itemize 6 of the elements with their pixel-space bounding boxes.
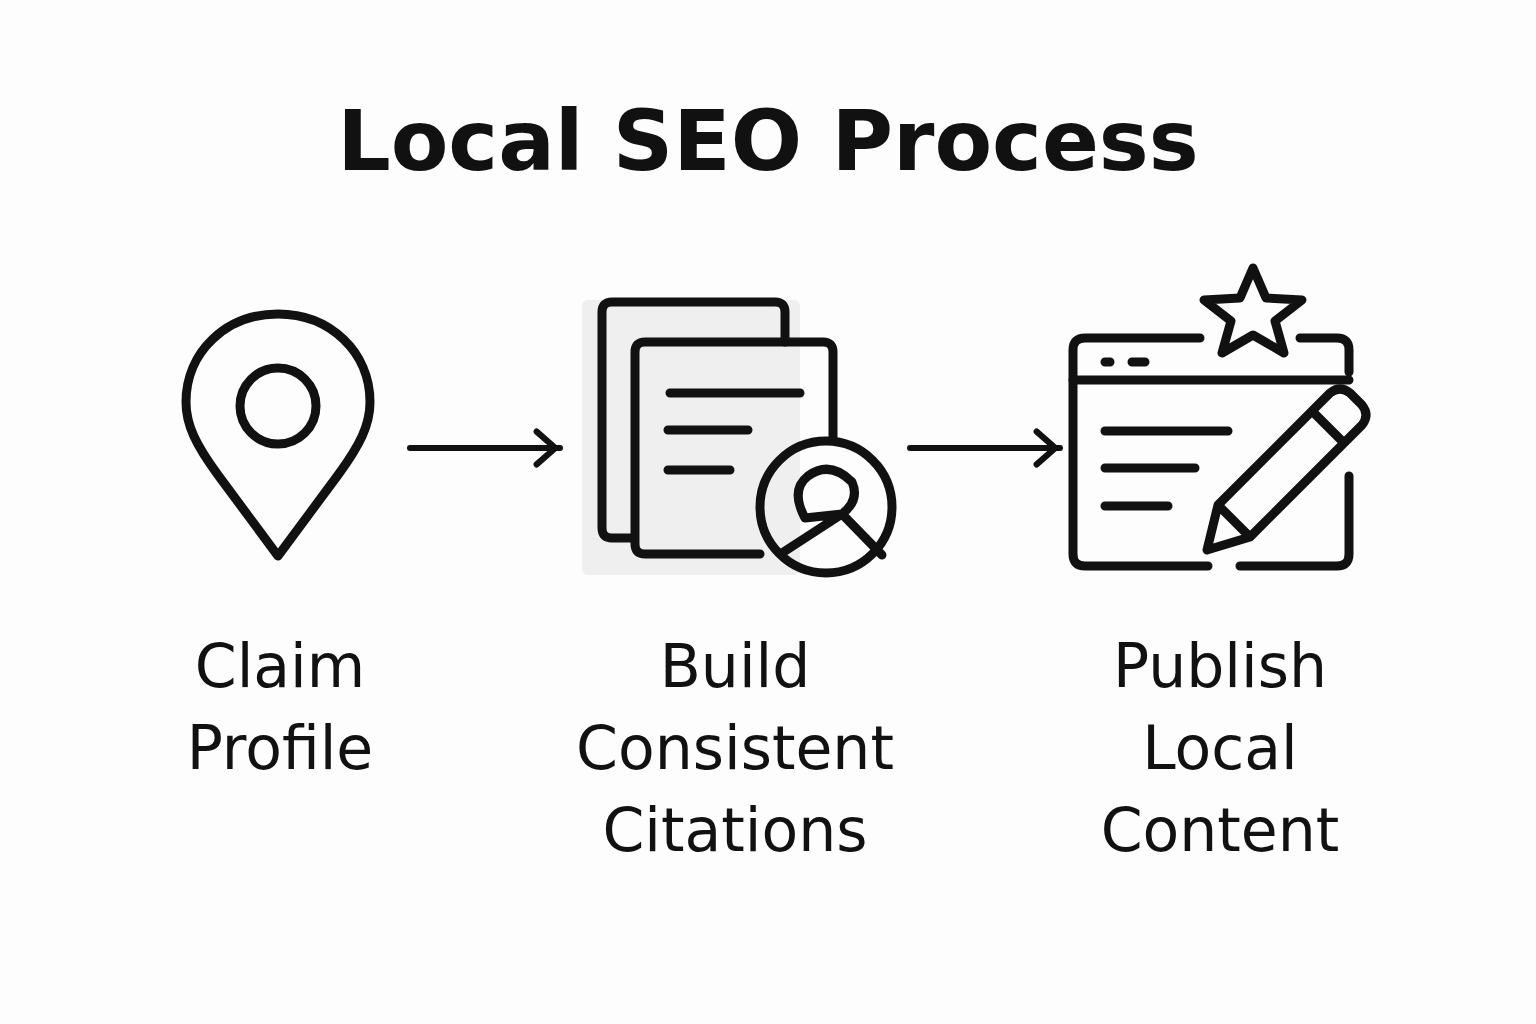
step-label: Publish Local Content [1099, 630, 1341, 867]
arrow [407, 428, 563, 468]
title: Local SEO Process [337, 92, 1199, 190]
step-label: Claim Profile [185, 630, 375, 785]
step-label: Build Consistent Citations [575, 630, 895, 867]
arrow [907, 428, 1063, 468]
